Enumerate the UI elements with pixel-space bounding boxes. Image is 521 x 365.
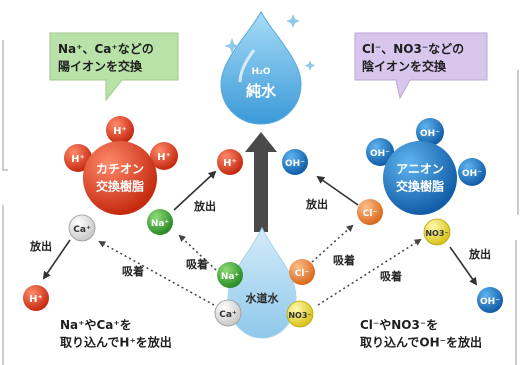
oh-ion-released-up: OH⁻ <box>282 149 308 175</box>
oh-ion-resin-right <box>458 158 486 186</box>
cation-resin <box>83 141 157 215</box>
release-label-h-down: 放出 <box>29 239 52 253</box>
oh-ion-resin-left-label: OH⁻ <box>370 149 390 159</box>
release-arrow-h-up <box>173 170 217 211</box>
right-caption: Cl⁻やNO3⁻を取り込んでOH⁻を放出 <box>360 318 482 349</box>
h-ion-resin-right <box>150 142 178 170</box>
oh-ion-released-up-label: OH⁻ <box>285 159 305 169</box>
no3-ion-tap-label: NO3⁻ <box>288 311 311 320</box>
h-ion-released-up: H⁺ <box>217 149 243 175</box>
oh-ion-resin-top-label: OH⁻ <box>420 129 440 139</box>
anion-resin-label: アニオン交換樹脂 <box>396 162 444 193</box>
anion-resin-cluster: OH⁻ OH⁻ OH⁻ アニオン交換樹脂 <box>366 118 486 215</box>
left-speech-bubble: Na⁺、Ca⁺などの陽イオンを交換 <box>49 32 179 102</box>
tap-water-label: 水道水 <box>246 291 280 305</box>
oh-ion-resin-left <box>366 138 394 166</box>
up-arrow <box>245 132 277 232</box>
ca-ion-tap: Ca⁺ <box>214 299 242 327</box>
oh-ion-released-down: OH⁻ <box>477 287 503 313</box>
oh-ion-released-down-label: OH⁻ <box>480 297 500 307</box>
adsorb-label-na: 吸着 <box>186 257 208 271</box>
h2o-label: H₂O <box>251 67 270 77</box>
cation-resin-cluster: H⁺ H⁺ H⁺ カチオン交換樹脂 <box>64 116 178 215</box>
release-arrow-oh-down <box>449 246 478 286</box>
h-ion-resin-top <box>106 116 134 144</box>
h-ion-released-down-label: H⁺ <box>29 294 43 305</box>
release-label-oh-up: 放出 <box>305 197 328 211</box>
pure-water-label: 純水 <box>246 82 277 100</box>
na-ion-tap-label: Na⁺ <box>221 272 240 282</box>
h-ion-released-down: H⁺ <box>23 285 49 311</box>
left-caption: Na⁺やCa⁺を取り込んでH⁺を放出 <box>60 318 172 349</box>
h-ion-resin-left <box>64 144 92 172</box>
no3-ion-adsorbed-label: NO3⁻ <box>425 229 448 238</box>
anion-resin <box>383 141 457 215</box>
cl-ion-adsorbed: Cl⁻ <box>357 199 383 225</box>
adsorb-label-ca: 吸着 <box>122 264 144 278</box>
adsorb-arrow-na <box>178 234 217 271</box>
no3-ion-adsorbed: NO3⁻ <box>423 218 451 246</box>
no3-ion-tap: NO3⁻ <box>286 300 314 328</box>
cl-ion-tap: Cl⁻ <box>289 259 315 285</box>
na-ion-tap: Na⁺ <box>217 262 243 288</box>
h-ion-resin-right-label: H⁺ <box>157 152 171 163</box>
na-ion-adsorbed: Na⁺ <box>147 209 173 235</box>
adsorb-arrow-ca <box>98 241 215 306</box>
right-bubble-text: Cl⁻、NO3⁻などの陰イオンを交換 <box>362 42 464 73</box>
h-ion-resin-top-label: H⁺ <box>113 126 127 137</box>
oh-ion-resin-top <box>416 118 444 146</box>
adsorb-arrow-no3 <box>317 238 422 306</box>
h-ion-released-up-label: H⁺ <box>223 158 237 169</box>
release-arrow-oh-up <box>316 175 359 206</box>
cl-ion-adsorbed-label: Cl⁻ <box>363 209 378 219</box>
h-ion-resin-left-label: H⁺ <box>71 154 85 165</box>
cation-resin-label: カチオン交換樹脂 <box>96 162 144 193</box>
ca-ion-adsorbed-label: Ca⁺ <box>73 225 91 235</box>
pure-water-drop: H₂O 純水 <box>220 10 302 125</box>
release-arrow-h-down <box>42 239 71 280</box>
na-ion-adsorbed-label: Na⁺ <box>151 219 170 229</box>
sparkles <box>224 14 316 71</box>
cl-ion-tap-label: Cl⁻ <box>295 269 310 279</box>
ca-ion-adsorbed: Ca⁺ <box>68 214 96 242</box>
left-bubble-text: Na⁺、Ca⁺などの陽イオンを交換 <box>58 42 154 73</box>
left-border <box>2 40 8 365</box>
release-label-oh-down: 放出 <box>468 247 491 261</box>
adsorb-arrow-cl <box>311 224 354 263</box>
ca-ion-tap-label: Ca⁺ <box>219 310 237 320</box>
release-label-h-up: 放出 <box>193 199 216 213</box>
adsorb-label-no3: 吸着 <box>380 269 402 283</box>
oh-ion-resin-right-label: OH⁻ <box>462 169 482 179</box>
right-border <box>515 70 519 365</box>
adsorb-label-cl: 吸着 <box>333 253 355 267</box>
right-speech-bubble: Cl⁻、NO3⁻などの陰イオンを交換 <box>354 32 488 100</box>
